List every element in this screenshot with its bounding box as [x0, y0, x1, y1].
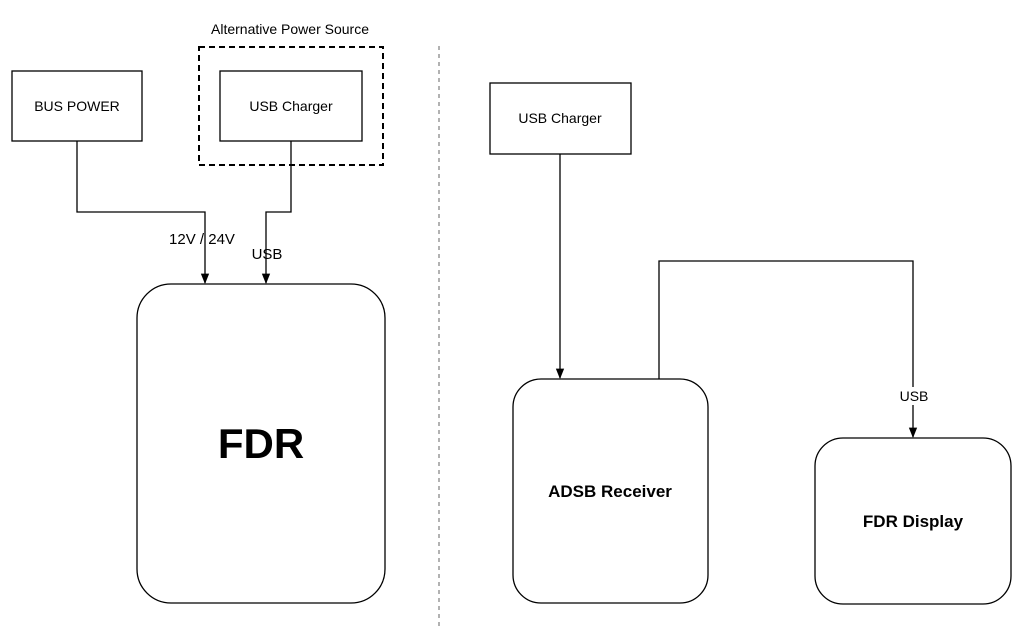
- usb-edge-label-left: USB: [252, 246, 283, 263]
- usb-edge-label-right: USB: [900, 388, 929, 404]
- adsb-to-fdr-display-wire: [658, 260, 918, 439]
- bus-power-to-fdr-wire: [76, 141, 210, 285]
- usb-charger-to-fdr-wire: [261, 141, 292, 285]
- usb-edge-label-bg: [898, 387, 930, 405]
- bus-power-node[interactable]: BUS POWER: [11, 70, 143, 142]
- fdr-label: FDR: [218, 420, 304, 467]
- usb-charger-label-left: USB Charger: [249, 98, 333, 114]
- bus-power-label: BUS POWER: [34, 98, 120, 114]
- usb-charger-node-right[interactable]: USB Charger: [489, 82, 632, 155]
- fdr-display-label: FDR Display: [863, 512, 964, 531]
- usb-charger-label-right: USB Charger: [518, 110, 602, 126]
- adsb-receiver-label: ADSB Receiver: [548, 482, 672, 501]
- fdr-node[interactable]: FDR: [136, 283, 386, 604]
- alternative-power-source-label: Alternative Power Source: [211, 21, 369, 37]
- usb-charger-node-left[interactable]: USB Charger: [219, 70, 363, 142]
- adsb-receiver-node[interactable]: ADSB Receiver: [512, 378, 709, 604]
- fdr-display-node[interactable]: FDR Display: [814, 437, 1012, 605]
- power-edge-label: 12V / 24V: [169, 231, 235, 248]
